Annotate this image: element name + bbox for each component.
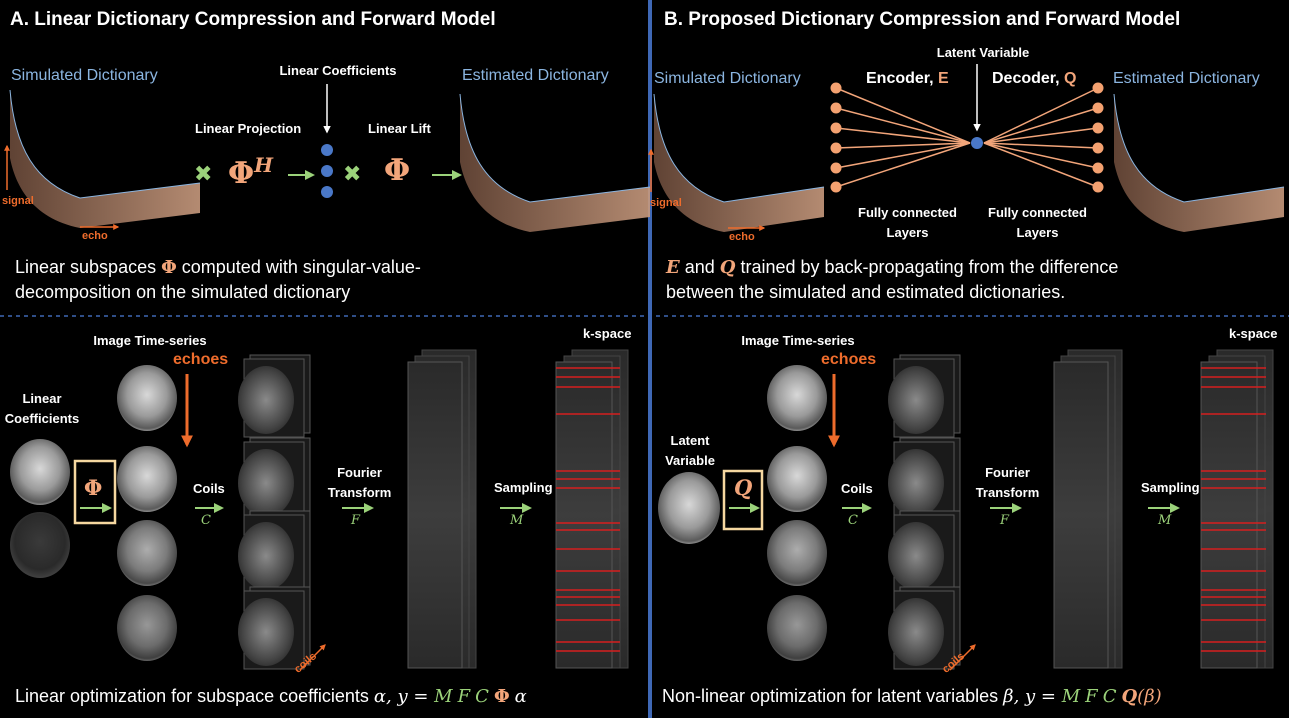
linear-coefficients-input-label: Linear Coefficients [4, 391, 80, 426]
signal-axis-label: signal [2, 195, 34, 207]
panel-b-title: B. Proposed Dictionary Compression and F… [664, 9, 1181, 30]
simulated-dictionary-b [653, 93, 825, 232]
coils-diag-arrow [949, 644, 976, 671]
coil-stacks-d [888, 354, 961, 670]
input-brain [10, 512, 70, 578]
q-box-symbol: Q [734, 475, 753, 500]
phi-box-symbol: Φ [84, 475, 103, 500]
fc-layers-left-label: Fully connected Layers [858, 205, 957, 240]
multiply-icon: ✖ [194, 161, 213, 186]
f-symbol: F [1000, 513, 1010, 528]
fourier-stack-c [407, 349, 477, 669]
panel-b-description: E and Q trained by back-propagating from… [666, 257, 1119, 302]
phi-box [73, 459, 117, 525]
simulated-dictionary-label: Simulated Dictionary [654, 70, 801, 87]
latent-brain [658, 472, 720, 544]
c-symbol: C [848, 513, 858, 528]
m-symbol: M [510, 513, 524, 528]
estimated-dictionary-label: Estimated Dictionary [462, 67, 609, 84]
c-symbol: C [201, 513, 211, 528]
simulated-dictionary-a [9, 89, 201, 228]
coil-stacks-c [238, 354, 311, 670]
image-timeseries-label: Image Time-series [93, 333, 207, 348]
latent-variable-input-label: Latent Variable [665, 433, 715, 468]
encoder-nodes [830, 82, 842, 193]
sampling-label: Sampling [494, 480, 553, 495]
kspace-label: k-space [1229, 326, 1278, 341]
simulated-dictionary-label: Simulated Dictionary [11, 67, 158, 84]
fc-layers-right-label: Fully connected Layers [988, 205, 1087, 240]
latent-variable-label: Latent Variable [936, 45, 1030, 60]
multiply-icon: ✖ [343, 161, 362, 186]
coils-label: Coils [193, 481, 225, 496]
kspace-lines-c [556, 367, 620, 652]
fourier-transform-label: Fourier Transform [327, 465, 392, 500]
panel-a-title: A. Linear Dictionary Compression and For… [10, 9, 496, 30]
kspace-lines-d [1201, 367, 1266, 652]
encoder-lines [835, 87, 1099, 188]
phi-h-symbol: ΦH [228, 153, 274, 191]
phi-h-superscript: H [254, 153, 274, 177]
fourier-stack-d [1053, 349, 1123, 669]
input-brain [10, 439, 70, 505]
linear-coefficients-label: Linear Coefficients [279, 63, 397, 78]
fourier-transform-label: Fourier Transform [975, 465, 1040, 500]
echoes-label: echoes [821, 351, 877, 368]
q-box [722, 469, 764, 531]
image-timeseries-label: Image Time-series [741, 333, 855, 348]
echo-axis-label: echo [82, 230, 108, 242]
f-symbol: F [351, 513, 361, 528]
m-symbol: M [1158, 513, 1172, 528]
kspace-stack-c [555, 349, 629, 669]
estimated-dictionary-a [459, 93, 651, 232]
encoder-label: Encoder, E [866, 70, 949, 87]
timeseries-brains-c [117, 365, 177, 661]
timeseries-brains-d [767, 365, 827, 661]
linear-lift-label: Linear Lift [368, 121, 431, 136]
kspace-stack-d [1200, 349, 1274, 669]
coeff-dot [321, 186, 333, 198]
phi-symbol: Φ [384, 153, 411, 188]
echoes-label: echoes [173, 351, 229, 368]
coeff-dot [321, 144, 333, 156]
decoder-nodes [1092, 82, 1104, 193]
signal-axis-label: signal [650, 197, 682, 209]
panel-c-bottom-formula: Linear optimization for subspace coeffic… [15, 686, 527, 707]
coils-diag-arrow [299, 644, 326, 671]
kspace-label: k-space [583, 326, 632, 341]
decoder-label: Decoder, Q [992, 70, 1077, 87]
estimated-dictionary-b [1113, 93, 1285, 232]
panel-d-bottom-formula: Non-linear optimization for latent varia… [662, 686, 1162, 707]
panel-a-description: Linear subspaces Φ computed with singula… [15, 257, 421, 302]
linear-projection-label: Linear Projection [195, 121, 302, 136]
estimated-dictionary-label: Estimated Dictionary [1113, 70, 1260, 87]
sampling-label: Sampling [1141, 480, 1200, 495]
coils-label: Coils [841, 481, 873, 496]
echo-axis-label: echo [729, 231, 755, 243]
coeff-dot [321, 165, 333, 177]
latent-node [971, 137, 983, 149]
